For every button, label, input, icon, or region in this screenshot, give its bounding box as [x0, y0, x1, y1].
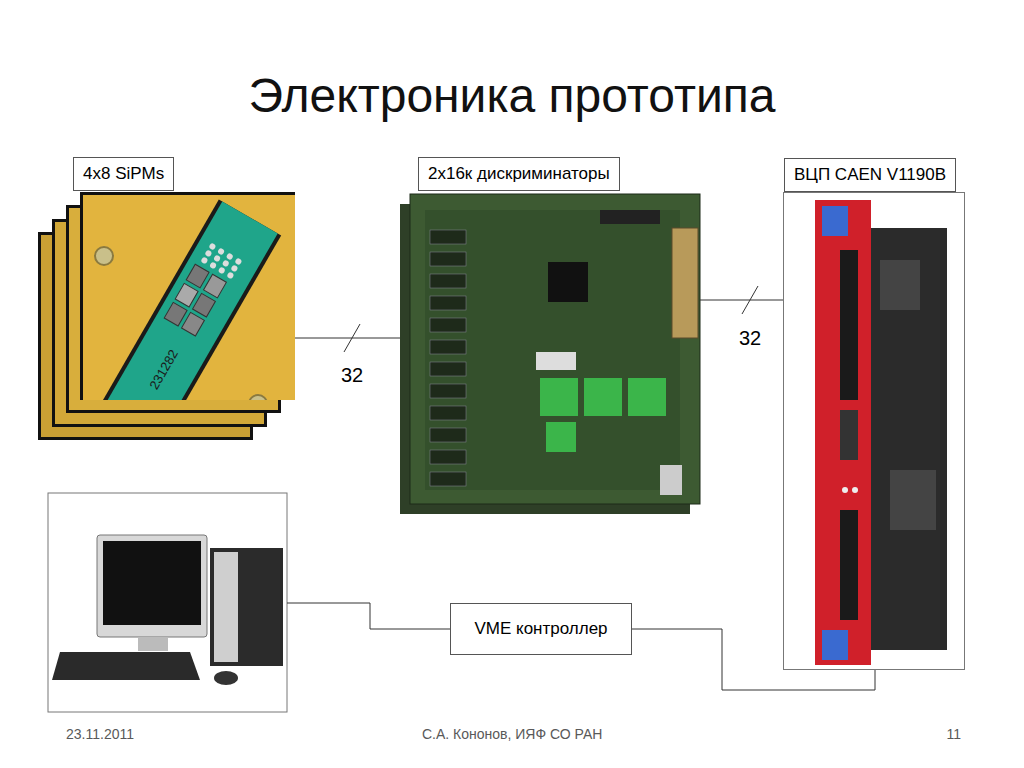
adc-board: [815, 200, 947, 665]
block-heading: ВЦП CAEN V1190B: [784, 158, 956, 192]
adc-block: ВЦП CAEN V1190B: [783, 192, 965, 670]
channel-count: 32: [339, 364, 365, 387]
bus-line: [700, 300, 783, 301]
sipm-cards: [38, 192, 295, 461]
computer: [48, 493, 287, 712]
author-footer: С.А. Кононов, ИЯФ СО РАН: [422, 726, 602, 742]
bus-wires: [287, 286, 758, 629]
block-heading: 2x16к дискриминаторы: [418, 157, 620, 191]
date-footer: 23.11.2011: [66, 726, 134, 742]
bus-line: [632, 629, 875, 690]
discriminator-board: [400, 194, 700, 514]
block-heading: 4x8 SiPMs: [73, 157, 174, 191]
box-label: VME контроллер: [466, 619, 615, 639]
channel-count: 32: [737, 327, 763, 350]
slide-title: Электроника прототипа: [0, 68, 1024, 123]
page-number: 11: [947, 726, 962, 742]
controller-box: VME контроллер: [450, 603, 632, 655]
bus-line: [295, 338, 400, 339]
sipm-block: 4x8 SiPMs: [38, 192, 295, 440]
discriminator-block: 2x16к дискриминаторы: [400, 192, 700, 514]
